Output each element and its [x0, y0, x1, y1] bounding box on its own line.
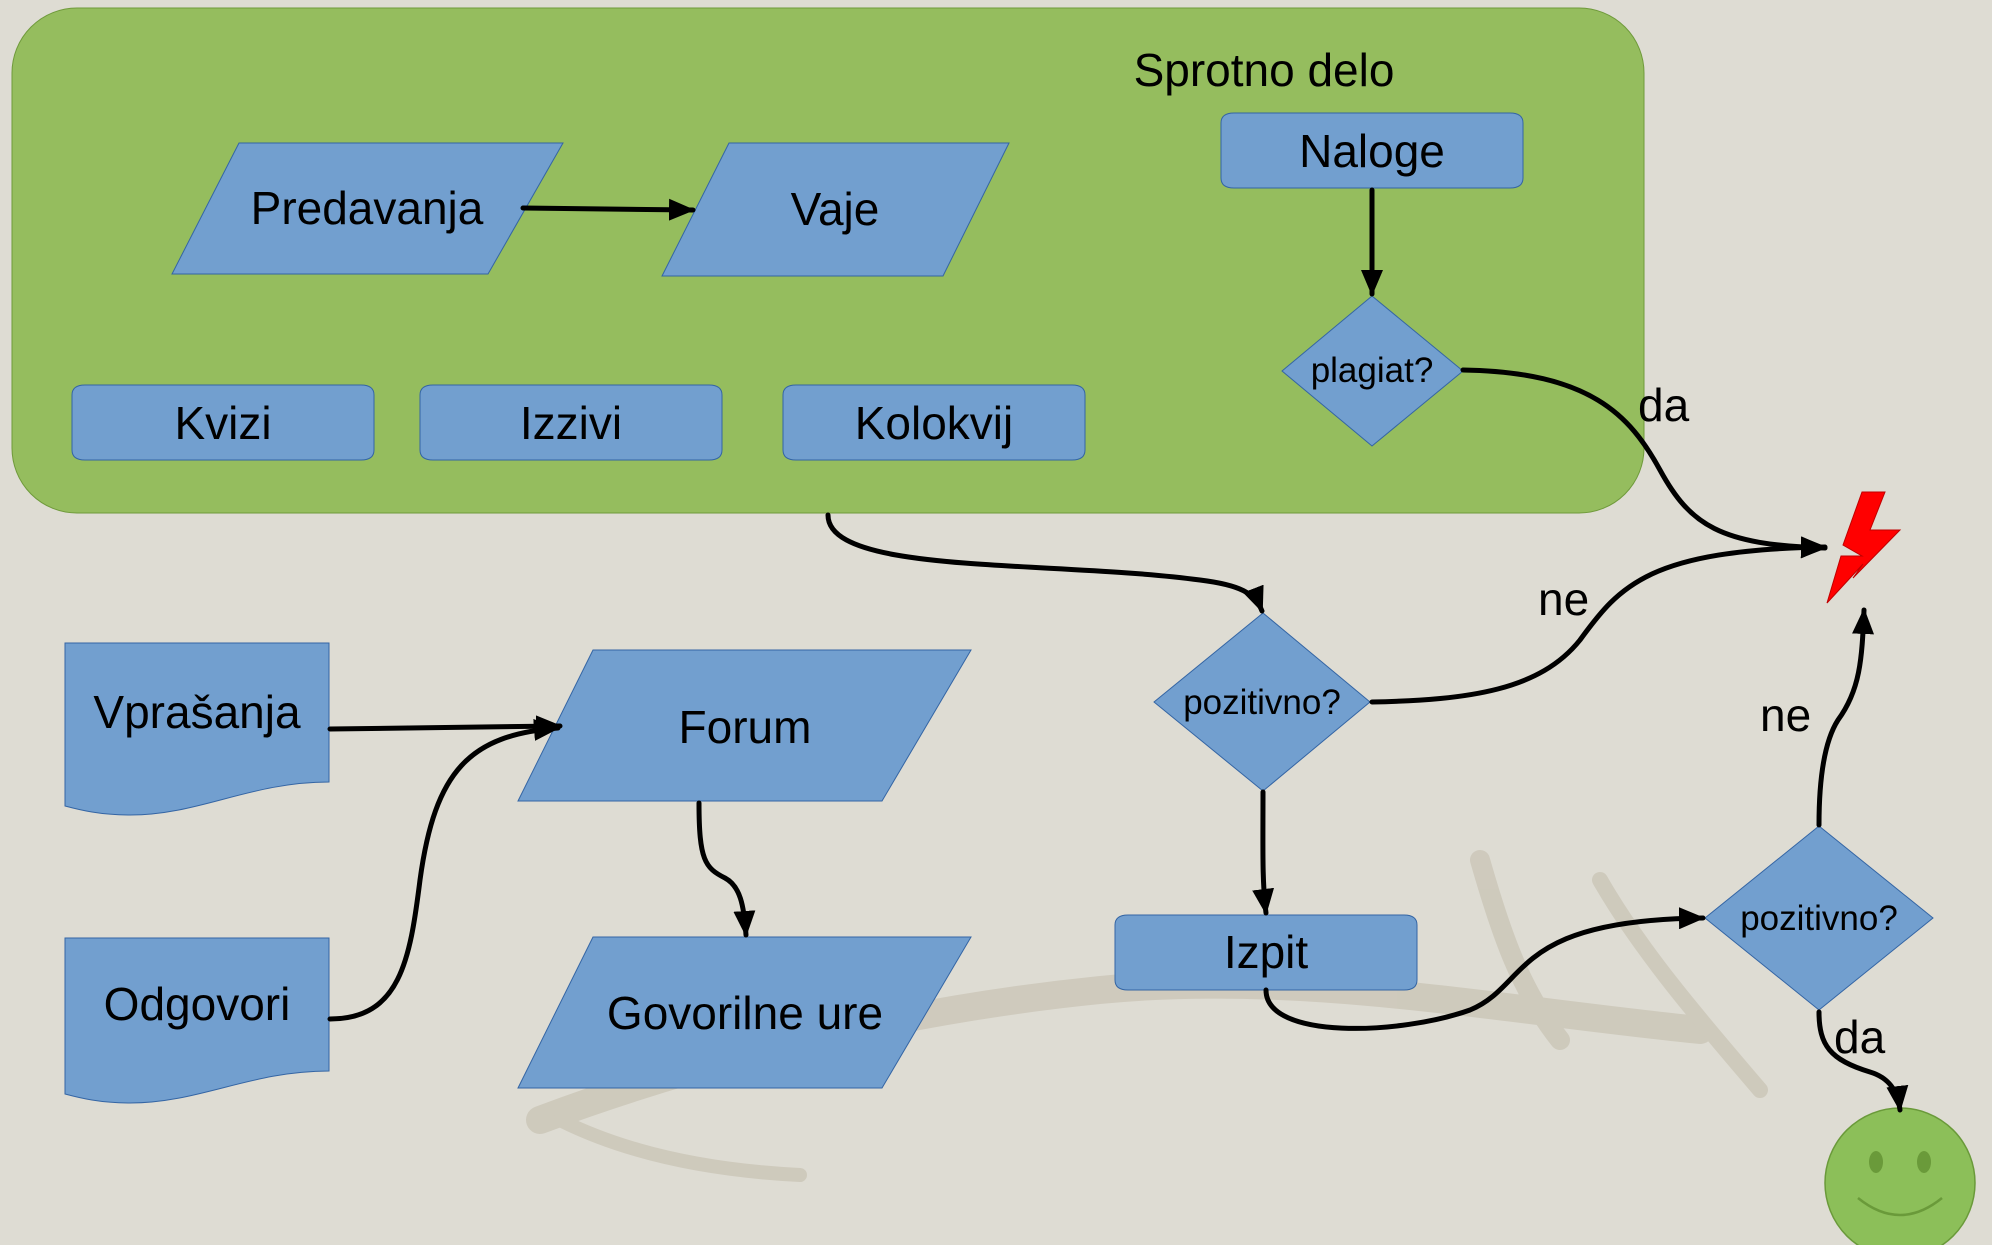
- arrow-vprasanja-forum: [327, 715, 563, 738]
- node-pozitivno-1-label: pozitivno?: [1183, 683, 1341, 722]
- group-title: Sprotno delo: [1134, 44, 1395, 96]
- arrow-forum-govorilne-ure: [696, 800, 756, 938]
- arrow-odgovori-forum: [327, 718, 561, 1022]
- node-pozitivno-2-label: pozitivno?: [1740, 899, 1898, 938]
- node-vaje-label: Vaje: [791, 183, 880, 235]
- node-izpit-label: Izpit: [1224, 926, 1309, 978]
- node-izzivi[interactable]: Izzivi: [419, 384, 723, 461]
- node-odgovori-label: Odgovori: [104, 978, 291, 1030]
- arrow-kolokvij-pozitivno1: [825, 512, 1265, 614]
- node-predavanja-label: Predavanja: [251, 182, 484, 234]
- arrow-izpit-pozitivno2: [1263, 907, 1706, 1031]
- node-plagiat-label: plagiat?: [1311, 351, 1434, 390]
- node-kvizi-label: Kvizi: [174, 397, 271, 449]
- arrow-pozitivno1-fail: [1369, 536, 1828, 705]
- node-plagiat[interactable]: plagiat?: [1281, 295, 1464, 447]
- node-kolokvij[interactable]: Kolokvij: [782, 384, 1086, 461]
- node-pozitivno-2[interactable]: pozitivno?: [1704, 825, 1934, 1011]
- edge-label-pozitivno2-da: da: [1834, 1011, 1886, 1063]
- node-naloge-label: Naloge: [1299, 125, 1445, 177]
- node-vprasanja-label: Vprašanja: [93, 686, 301, 738]
- edge-label-plagiat-da: da: [1638, 379, 1690, 431]
- node-forum-label: Forum: [679, 701, 812, 753]
- node-kvizi[interactable]: Kvizi: [71, 384, 375, 461]
- edge-label-pozitivno2-ne: ne: [1760, 689, 1811, 741]
- node-izpit[interactable]: Izpit: [1114, 914, 1418, 991]
- node-naloge[interactable]: Naloge: [1220, 112, 1524, 189]
- node-govorilne-ure[interactable]: Govorilne ure: [517, 936, 972, 1089]
- arrow-predavanja-vaje: [520, 198, 696, 221]
- node-govorilne-ure-label: Govorilne ure: [607, 987, 883, 1039]
- edge-label-pozitivno1-ne: ne: [1538, 573, 1589, 625]
- smiley-icon: [1824, 1107, 1976, 1245]
- node-forum[interactable]: Forum: [517, 649, 972, 802]
- node-pozitivno-1[interactable]: pozitivno?: [1153, 612, 1371, 792]
- arrow-pozitivno1-izpit: [1252, 789, 1275, 916]
- arrow-pozitivno2-pass: [1816, 1009, 1909, 1113]
- lightning-icon: [1826, 491, 1902, 604]
- node-kolokvij-label: Kolokvij: [855, 397, 1014, 449]
- arrow-pozitivno2-fail: [1816, 607, 1875, 828]
- node-izzivi-label: Izzivi: [520, 397, 622, 449]
- node-vaje[interactable]: Vaje: [661, 142, 1010, 277]
- node-predavanja[interactable]: Predavanja: [171, 142, 564, 275]
- arrow-plagiat-fail: [1460, 367, 1828, 559]
- node-odgovori[interactable]: Odgovori: [64, 937, 330, 1104]
- node-vprasanja[interactable]: Vprašanja: [64, 642, 330, 816]
